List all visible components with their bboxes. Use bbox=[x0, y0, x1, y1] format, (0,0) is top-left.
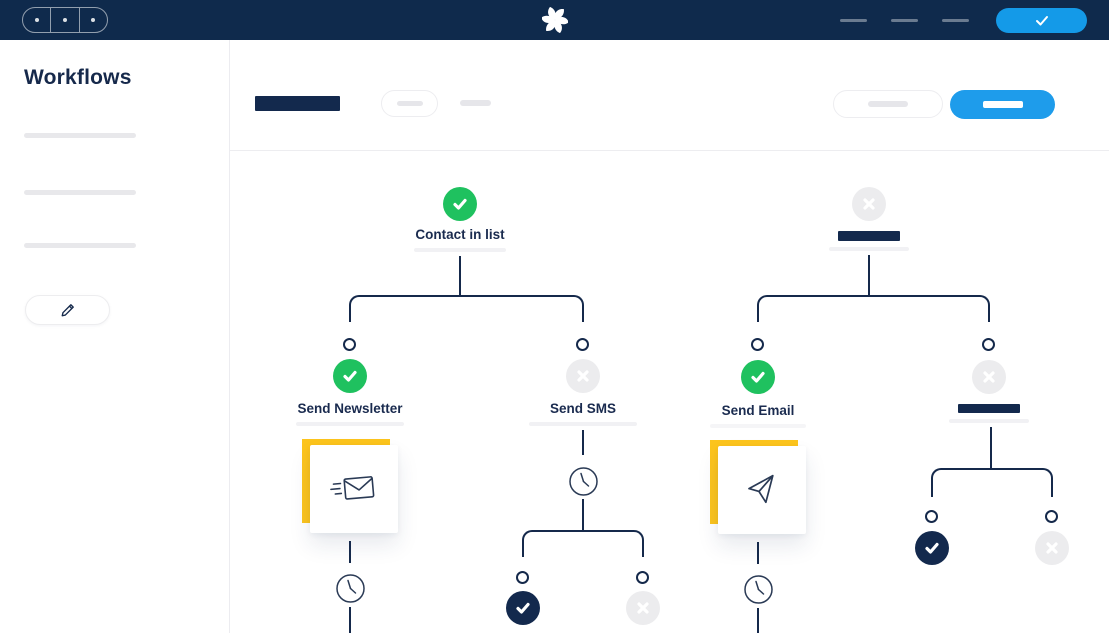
header-label-placeholder bbox=[460, 100, 491, 106]
status-node-send-sms[interactable] bbox=[566, 359, 600, 393]
connector-line bbox=[582, 430, 584, 455]
label-underline bbox=[710, 424, 806, 428]
primary-action-button[interactable] bbox=[950, 90, 1055, 119]
connector-dot bbox=[925, 510, 938, 523]
x-mark-icon bbox=[577, 370, 589, 382]
top-bar bbox=[0, 0, 1109, 40]
connector-line bbox=[757, 542, 759, 564]
label-underline bbox=[529, 422, 637, 426]
dot-icon bbox=[62, 18, 67, 22]
connector-line bbox=[349, 607, 351, 633]
swirl-logo-icon bbox=[541, 7, 568, 33]
sidebar-title: Workflows bbox=[24, 66, 132, 89]
checkmark-icon bbox=[1035, 16, 1048, 26]
newsletter-card[interactable] bbox=[310, 445, 398, 533]
status-node-done[interactable] bbox=[506, 591, 540, 625]
connector-line bbox=[349, 541, 351, 563]
connector-dot bbox=[516, 571, 529, 584]
branch-connector bbox=[522, 530, 644, 557]
branch-connector bbox=[349, 295, 584, 322]
label-underline bbox=[414, 248, 506, 252]
label-underline bbox=[829, 247, 909, 251]
sidebar-item-placeholder[interactable] bbox=[24, 190, 136, 195]
branch-connector bbox=[757, 295, 990, 322]
clock-icon bbox=[569, 467, 598, 496]
email-card[interactable] bbox=[718, 446, 806, 534]
x-mark-icon bbox=[1046, 542, 1058, 554]
workflow-canvas: Contact in list Send Newsletter bbox=[230, 151, 1109, 633]
button-label-placeholder bbox=[982, 101, 1023, 108]
connector-line bbox=[459, 256, 461, 295]
confirm-button[interactable] bbox=[996, 8, 1087, 33]
paper-plane-icon bbox=[748, 474, 774, 504]
connector-dot bbox=[636, 571, 649, 584]
pencil-icon bbox=[61, 304, 74, 317]
connector-line bbox=[757, 608, 759, 633]
workflow-header bbox=[230, 40, 1109, 151]
checkmark-icon bbox=[751, 371, 765, 383]
node-label: Contact in list bbox=[415, 227, 505, 242]
card-accent bbox=[302, 439, 390, 523]
browser-controls bbox=[22, 7, 108, 33]
delay-node[interactable] bbox=[335, 573, 366, 604]
x-mark-icon bbox=[983, 371, 995, 383]
connector-dot bbox=[343, 338, 356, 351]
dot-icon bbox=[91, 18, 96, 22]
x-mark-icon bbox=[863, 198, 875, 210]
delay-node[interactable] bbox=[568, 466, 599, 497]
workflow-title-placeholder bbox=[255, 96, 340, 111]
status-node-inactive[interactable] bbox=[1035, 531, 1069, 565]
connector-dot bbox=[576, 338, 589, 351]
status-node-send-email[interactable] bbox=[741, 360, 775, 394]
clock-icon bbox=[336, 574, 365, 603]
edit-workflow-button[interactable] bbox=[25, 295, 110, 325]
trigger-node-inactive[interactable] bbox=[852, 187, 886, 221]
node-label: Send Newsletter bbox=[297, 401, 403, 416]
branch-connector bbox=[931, 468, 1053, 497]
nav-item-placeholder[interactable] bbox=[840, 19, 867, 22]
dot-icon bbox=[34, 18, 39, 22]
brand-logo bbox=[0, 7, 1109, 33]
toggle-label-placeholder bbox=[396, 101, 423, 106]
connector-line bbox=[868, 255, 870, 295]
label-underline bbox=[949, 419, 1029, 423]
connector-line bbox=[582, 499, 584, 530]
sidebar-item-placeholder[interactable] bbox=[24, 133, 136, 138]
status-node-inactive[interactable] bbox=[972, 360, 1006, 394]
email-send-icon bbox=[330, 476, 375, 500]
connector-dot bbox=[751, 338, 764, 351]
delay-node[interactable] bbox=[743, 574, 774, 605]
node-label-placeholder bbox=[838, 231, 900, 241]
clock-icon bbox=[744, 575, 773, 604]
node-label: Send Email bbox=[721, 403, 795, 418]
status-node-inactive[interactable] bbox=[626, 591, 660, 625]
connector-line bbox=[990, 427, 992, 468]
button-label-placeholder bbox=[868, 101, 908, 107]
connector-dot bbox=[1045, 510, 1058, 523]
sidebar-item-placeholder[interactable] bbox=[24, 243, 136, 248]
node-label: Send SMS bbox=[549, 401, 616, 416]
label-underline bbox=[296, 422, 404, 426]
x-mark-icon bbox=[637, 602, 649, 614]
forward-button[interactable] bbox=[80, 8, 107, 32]
checkmark-icon bbox=[343, 370, 357, 382]
nav-item-placeholder[interactable] bbox=[891, 19, 918, 22]
status-toggle-placeholder[interactable] bbox=[381, 90, 438, 117]
node-label-placeholder bbox=[958, 404, 1020, 413]
back-button[interactable] bbox=[23, 8, 52, 32]
secondary-action-button[interactable] bbox=[833, 90, 943, 118]
card-accent bbox=[710, 440, 798, 524]
checkmark-icon bbox=[925, 542, 939, 554]
nav-item-placeholder[interactable] bbox=[942, 19, 969, 22]
trigger-node-contact-in-list[interactable] bbox=[443, 187, 477, 221]
status-node-send-newsletter[interactable] bbox=[333, 359, 367, 393]
checkmark-icon bbox=[453, 198, 467, 210]
checkmark-icon bbox=[516, 602, 530, 614]
status-node-done[interactable] bbox=[915, 531, 949, 565]
middle-button[interactable] bbox=[51, 8, 80, 32]
sidebar: Workflows bbox=[0, 40, 230, 633]
connector-dot bbox=[982, 338, 995, 351]
